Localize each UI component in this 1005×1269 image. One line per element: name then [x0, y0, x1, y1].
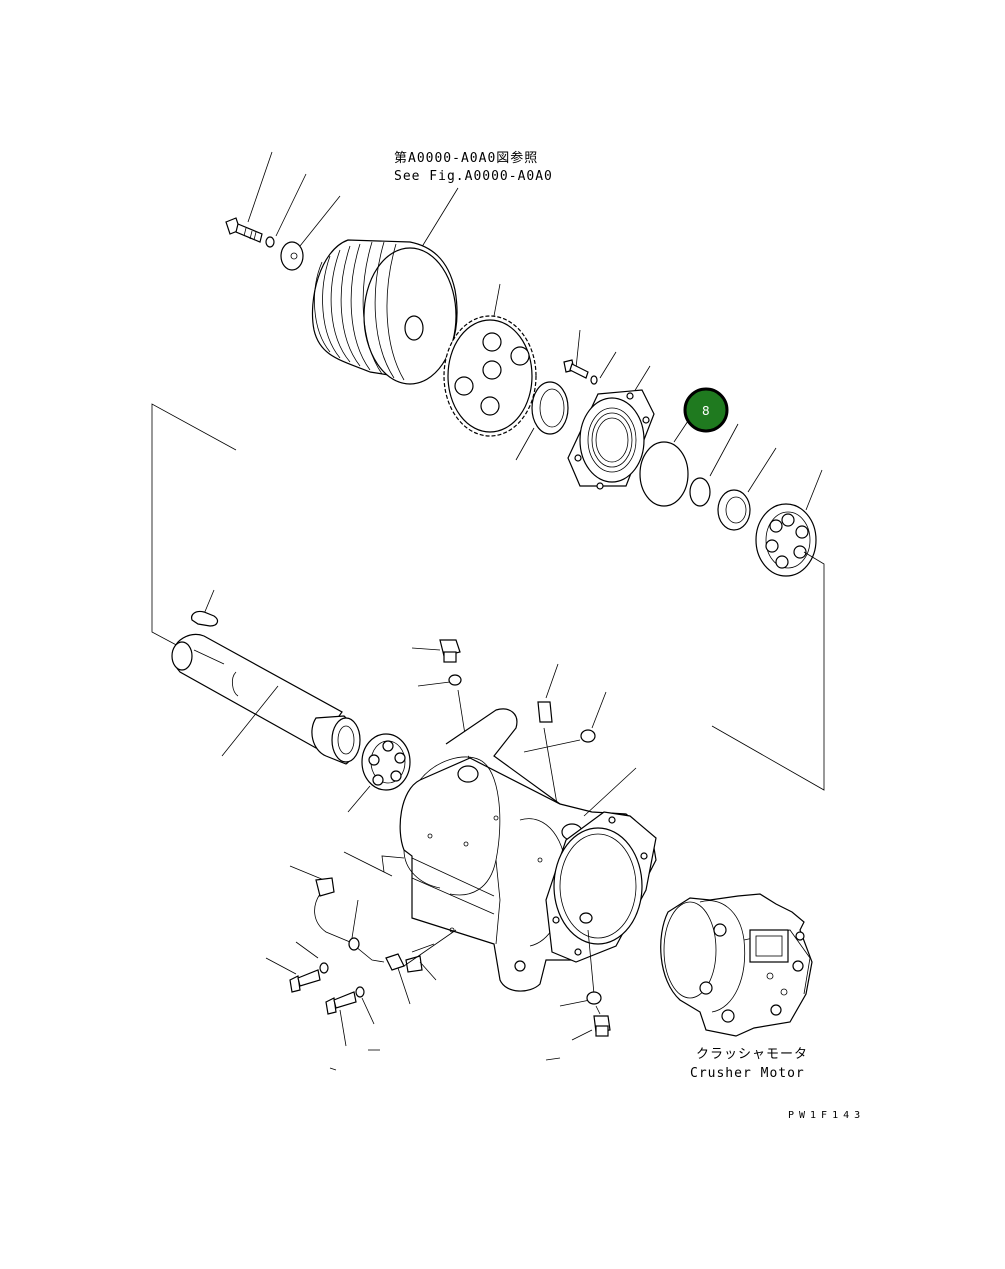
reference-note-jp: 第A0000-A0A0図参照	[394, 150, 538, 166]
flange-housing	[567, 365, 655, 490]
roller-bearing-left	[347, 733, 411, 813]
seal-ring	[515, 381, 569, 461]
pulley-drum	[311, 239, 458, 385]
assembly-bracket-lines	[151, 403, 825, 791]
motor-label: クラッシャモータ Crusher Motor	[690, 1047, 808, 1081]
reference-note-en: See Fig.A0000-A0A0	[394, 169, 553, 184]
washer-top	[265, 236, 275, 248]
reference-note: 第A0000-A0A0図参照 See Fig.A0000-A0A0	[394, 150, 553, 255]
plate-washer-top	[280, 241, 304, 271]
seal-cup	[717, 447, 777, 531]
mount-flange	[545, 767, 657, 963]
small-ring	[689, 423, 739, 507]
roller-bearing-right	[755, 469, 823, 577]
pulley-bore	[404, 315, 424, 341]
motor-label-jp: クラッシャモータ	[696, 1047, 808, 1062]
top-fittings	[411, 639, 607, 811]
gear-housing	[399, 708, 657, 992]
sprocket	[443, 283, 537, 437]
bolt-group-top	[225, 151, 341, 271]
crusher-motor	[660, 893, 813, 1037]
drawing-code: PW1F143	[788, 1110, 865, 1121]
drive-shaft	[171, 633, 361, 765]
shaft-key	[191, 589, 219, 627]
hex-bolt-top	[225, 217, 263, 243]
callout-8-circle[interactable]	[683, 387, 729, 433]
sensor-harness	[265, 851, 457, 1071]
hex-bolt-mid	[563, 329, 617, 385]
motor-label-en: Crusher Motor	[690, 1066, 805, 1081]
drain-fittings	[545, 929, 611, 1061]
callout-8[interactable]: 8	[683, 387, 729, 433]
callout-8-number: 8	[702, 404, 710, 418]
